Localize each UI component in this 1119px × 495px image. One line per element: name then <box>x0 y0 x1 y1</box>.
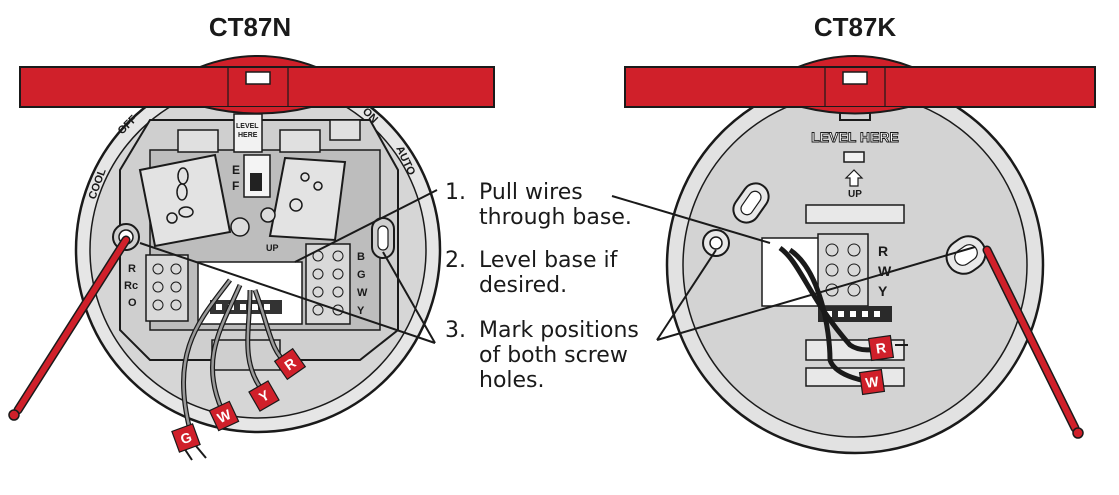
ct87n-label-level: LEVEL <box>236 123 259 130</box>
step-2: 2. Level base if desired. <box>445 248 617 298</box>
ct87n-terminal-o: O <box>128 297 137 309</box>
ct87n-bracket-right <box>268 156 347 242</box>
leader-step3-left-a <box>139 242 436 344</box>
title-ct87n: CT87N <box>208 12 292 42</box>
ct87k-tag-w-label: W <box>864 373 880 391</box>
leader-step3-right-b <box>656 246 976 341</box>
ct87n-level-window <box>233 113 263 153</box>
step-3-line3: holes. <box>479 368 545 393</box>
ct87n-base: OFF COOL ON AUTO LEVEL HERE E F UP R Rc … <box>8 55 495 461</box>
ct87n-label-here: HERE <box>238 132 258 139</box>
ct87k-terminal-r: R <box>878 243 888 259</box>
ct87n-terminal-b: B <box>357 251 365 263</box>
ct87n-label-f: F <box>232 179 239 193</box>
ct87n-label-e: E <box>232 163 240 177</box>
leader-step3-right-a <box>656 249 717 341</box>
step-1-line2: through base. <box>479 205 632 230</box>
ct87n-label-up: UP <box>266 243 279 253</box>
leader-lines <box>139 189 976 344</box>
ct87k-base: LEVEL HERE UP R W Y R W <box>624 55 1096 455</box>
step-2-number: 2. <box>445 248 466 273</box>
step-1: 1. Pull wires through base. <box>445 180 632 230</box>
leader-step1-left <box>294 189 438 263</box>
step-1-number: 1. <box>445 180 466 205</box>
ct87n-pencil <box>15 237 129 413</box>
ct87k-level-window <box>843 151 865 163</box>
step-2-line1: Level base if <box>479 248 618 273</box>
step-3-line2: of both screw <box>479 343 628 368</box>
ct87n-tag-y: Y <box>248 380 280 412</box>
ct87n-tag-w: W <box>208 400 240 432</box>
ct87k-label-up: UP <box>848 189 862 200</box>
ct87n-terminal-r: R <box>128 263 136 275</box>
ct87n-tag-r: R <box>273 347 307 381</box>
ct87n-tag-g-label: G <box>178 429 194 448</box>
leader-step1-right <box>611 195 771 244</box>
ct87k-tag-w: W <box>858 368 886 396</box>
ct87n-terminal-block-left <box>145 254 189 322</box>
ct87k-tag-r: R <box>867 334 895 362</box>
ct87n-terminal-rc: Rc <box>124 280 138 292</box>
step-3-number: 3. <box>445 318 466 343</box>
step-1-line1: Pull wires <box>479 180 583 205</box>
title-ct87k: CT87K <box>813 12 897 42</box>
ct87n-terminal-y: Y <box>357 305 365 317</box>
ct87n-bracket-left <box>138 153 232 248</box>
ct87k-tag-r-label: R <box>875 339 887 356</box>
ct87n-terminal-g: G <box>357 269 366 281</box>
step-3-line1: Mark positions <box>479 318 639 343</box>
step-3: 3. Mark positions of both screw holes. <box>445 318 639 393</box>
ct87k-pencil <box>984 247 1078 431</box>
ct87k-label-level-here: LEVEL HERE <box>811 129 899 145</box>
ct87n-terminal-w: W <box>357 287 368 299</box>
ct87k-terminal-y: Y <box>878 283 888 299</box>
ct87n-tag-g: G <box>171 423 201 453</box>
leader-step3-left-b <box>382 251 436 344</box>
step-2-line2: desired. <box>479 273 568 298</box>
ct87k-screw-hole-right <box>945 235 987 275</box>
